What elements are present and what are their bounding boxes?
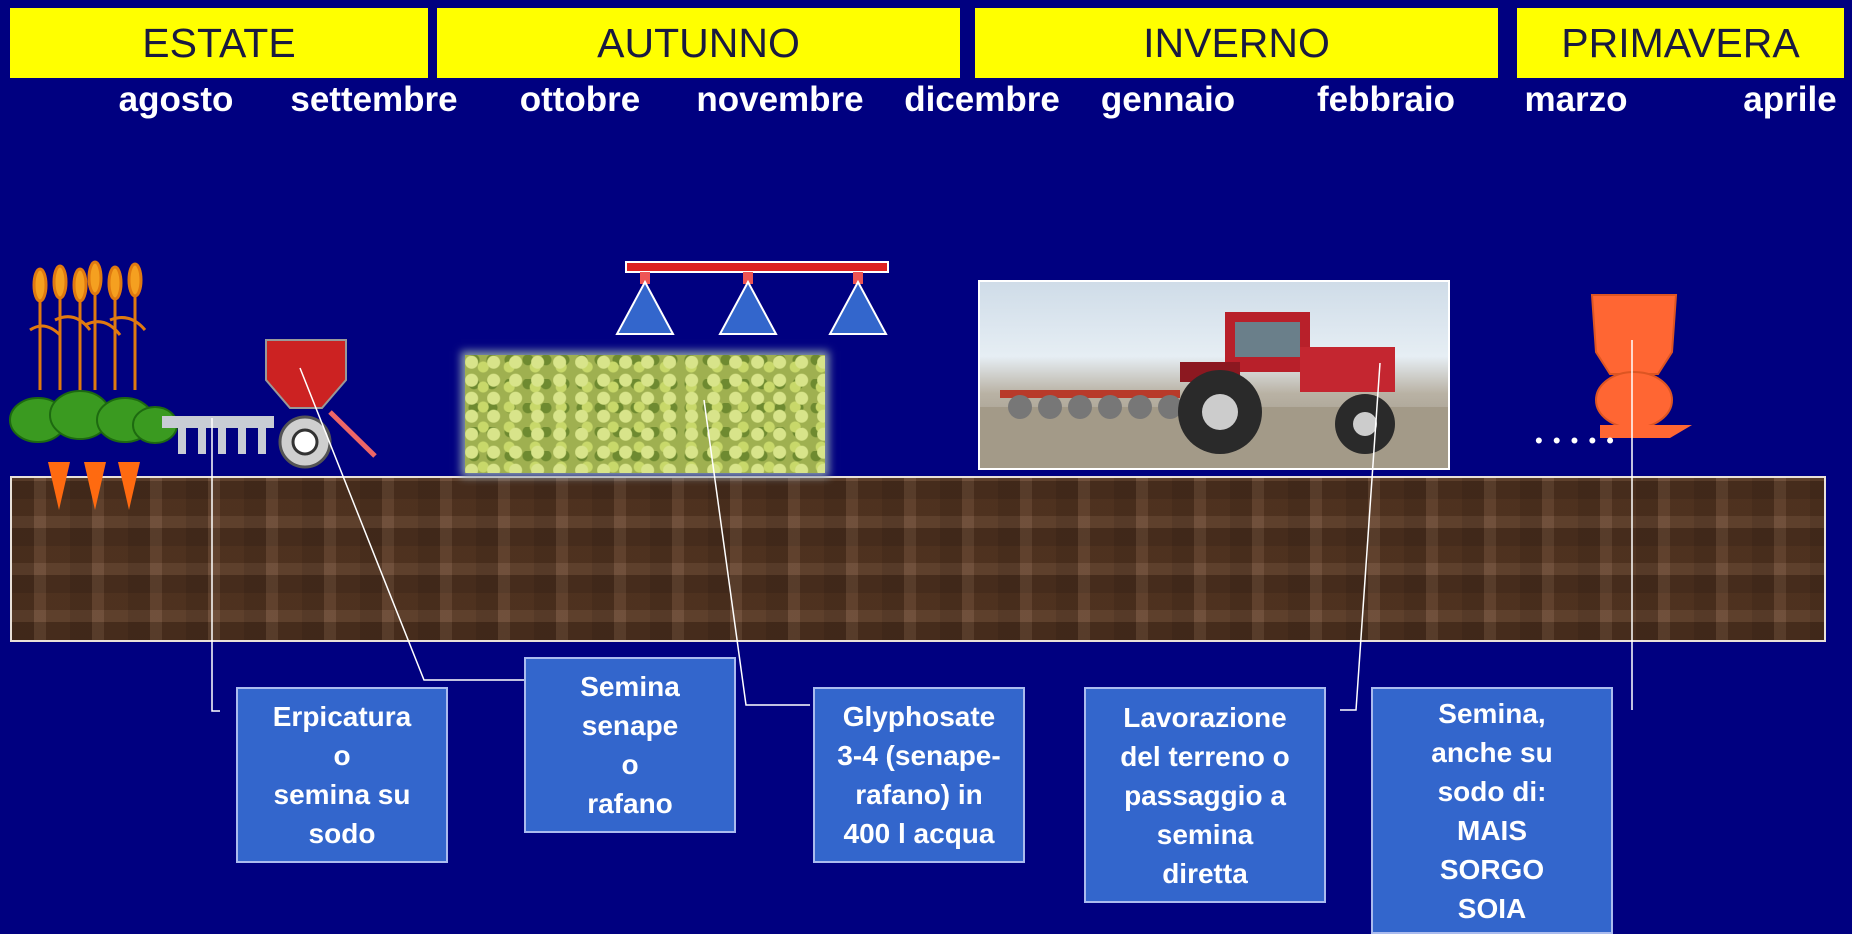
box-semina-senape: Semina senape o rafano <box>524 657 736 833</box>
month-label: marzo <box>1524 80 1628 119</box>
tractor-photo <box>978 280 1450 470</box>
box-line: 3-4 (senape- <box>837 740 1001 771</box>
box-line: Semina <box>580 671 680 702</box>
box-line: passaggio a <box>1124 779 1286 811</box>
box-line: semina <box>1156 818 1254 850</box>
box-erpicatura: Erpicatura o semina su sodo <box>236 687 448 863</box>
month-label: aprile <box>1743 80 1837 119</box>
season-summer: ESTATE <box>10 8 428 78</box>
box-line: rafano <box>587 788 673 819</box>
box-line: sodo <box>308 818 376 849</box>
tractor-icon <box>1178 312 1395 454</box>
box-glyphosate: Glyphosate 3-4 (senape- rafano) in 400 l… <box>813 687 1025 863</box>
season-spring: PRIMAVERA <box>1517 8 1844 78</box>
sprayer-icon <box>615 261 889 335</box>
month-label: dicembre <box>904 80 1060 119</box>
box-line: rafano) in <box>855 779 983 810</box>
mustard-field-image <box>465 355 825 473</box>
box-line: Semina, <box>1438 697 1546 729</box>
month-label: novembre <box>696 80 864 119</box>
season-winter: INVERNO <box>975 8 1498 78</box>
box-line: semina su <box>273 779 411 810</box>
box-line: Glyphosate <box>842 701 996 732</box>
box-lavorazione: Lavorazione del terreno o passaggio a se… <box>1084 687 1326 903</box>
month-label: agosto <box>118 80 234 119</box>
month-label: ottobre <box>519 80 641 119</box>
box-line: senape <box>581 710 679 741</box>
seed-dots: • • • • • <box>1535 428 1616 453</box>
season-label: INVERNO <box>1143 19 1330 66</box>
box-line: o <box>333 740 351 771</box>
box-line: 400 l acqua <box>843 818 995 849</box>
season-label: PRIMAVERA <box>1561 19 1800 66</box>
box-line: anche su <box>1431 736 1553 768</box>
box-line: SORGO <box>1439 853 1545 885</box>
month-label: gennaio <box>1100 80 1236 119</box>
box-line: o <box>621 749 639 780</box>
leader-lines <box>211 340 1633 712</box>
season-label: ESTATE <box>142 19 296 66</box>
box-semina-mais: Semina, anche su sodo di: MAIS SORGO SOI… <box>1371 687 1613 934</box>
month-label: febbraio <box>1316 80 1456 119</box>
box-line: Erpicatura <box>272 701 412 732</box>
crops-icon <box>9 260 178 510</box>
month-label: settembre <box>290 80 458 119</box>
box-line: del terreno o <box>1120 740 1290 772</box>
box-line: diretta <box>1162 857 1248 889</box>
box-line: sodo di: <box>1437 775 1547 807</box>
box-line: MAIS <box>1457 814 1527 846</box>
box-line: SOIA <box>1457 892 1527 924</box>
box-line: Lavorazione <box>1123 701 1287 733</box>
spreader-icon <box>1590 294 1692 438</box>
soil-strip <box>10 476 1826 642</box>
season-autumn: AUTUNNO <box>437 8 960 78</box>
season-label: AUTUNNO <box>597 19 800 66</box>
seeder-icon <box>162 339 377 469</box>
harrow-icon <box>1000 390 1182 419</box>
